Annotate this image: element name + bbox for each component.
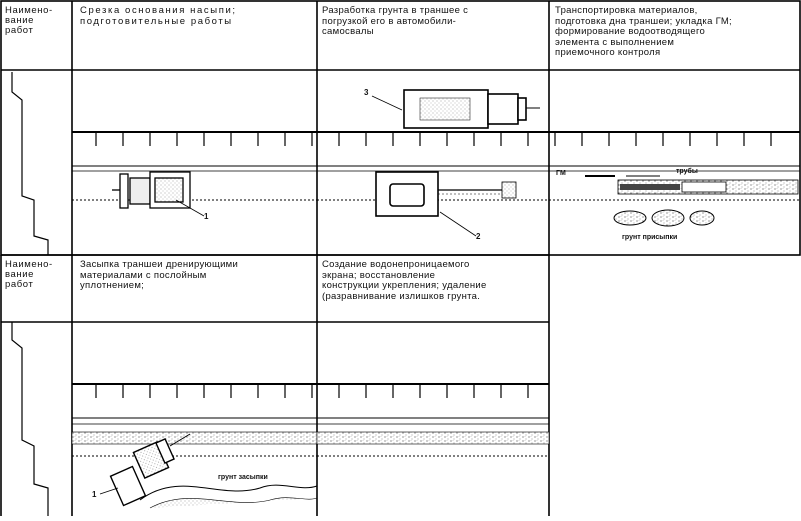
header-label-row2: Наимено- вание работ [5,259,53,290]
row1-col2-text: Разработка грунта в траншее с погрузкой … [322,5,469,37]
label-soil-sprinkle: грунт присыпки [622,234,678,241]
ruler-strip-lower [72,383,549,419]
slope-profile-upper [11,72,49,255]
machine-1-bulldozer [112,171,205,217]
excavator-2 [375,171,517,237]
row2-col1-text: Засыпка траншеи дренирующими материалами… [80,259,239,291]
callout-3: 3 [364,88,369,97]
roadbed-line-c1 [72,170,317,201]
callout-2: 2 [476,232,481,241]
callout-1: 1 [204,212,209,221]
ruler-strip-upper [72,131,800,167]
callout-1b: 1 [92,490,97,499]
label-gm: ГМ [556,170,566,177]
waterproof-screen-c2 [316,423,550,457]
compactor-1 [99,433,191,507]
label-soil-fill: грунт засыпки [218,474,268,481]
slope-profile-lower [11,322,49,516]
row1-col1-text: Срезка основания насыпи; подготовительны… [80,5,237,27]
truck-3 [371,89,540,129]
row1-col3-text: Транспортировка материалов, подготовка д… [555,5,732,58]
row2-col2-text: Создание водонепроницаемого экрана; восс… [322,259,487,302]
soil-piles-c3 [613,209,715,227]
label-pipes: трубы [676,168,698,175]
backfill-layer-c1 [71,423,318,509]
trench-bottom-c3 [549,170,800,201]
header-label-row1: Наимено- вание работ [5,5,53,36]
